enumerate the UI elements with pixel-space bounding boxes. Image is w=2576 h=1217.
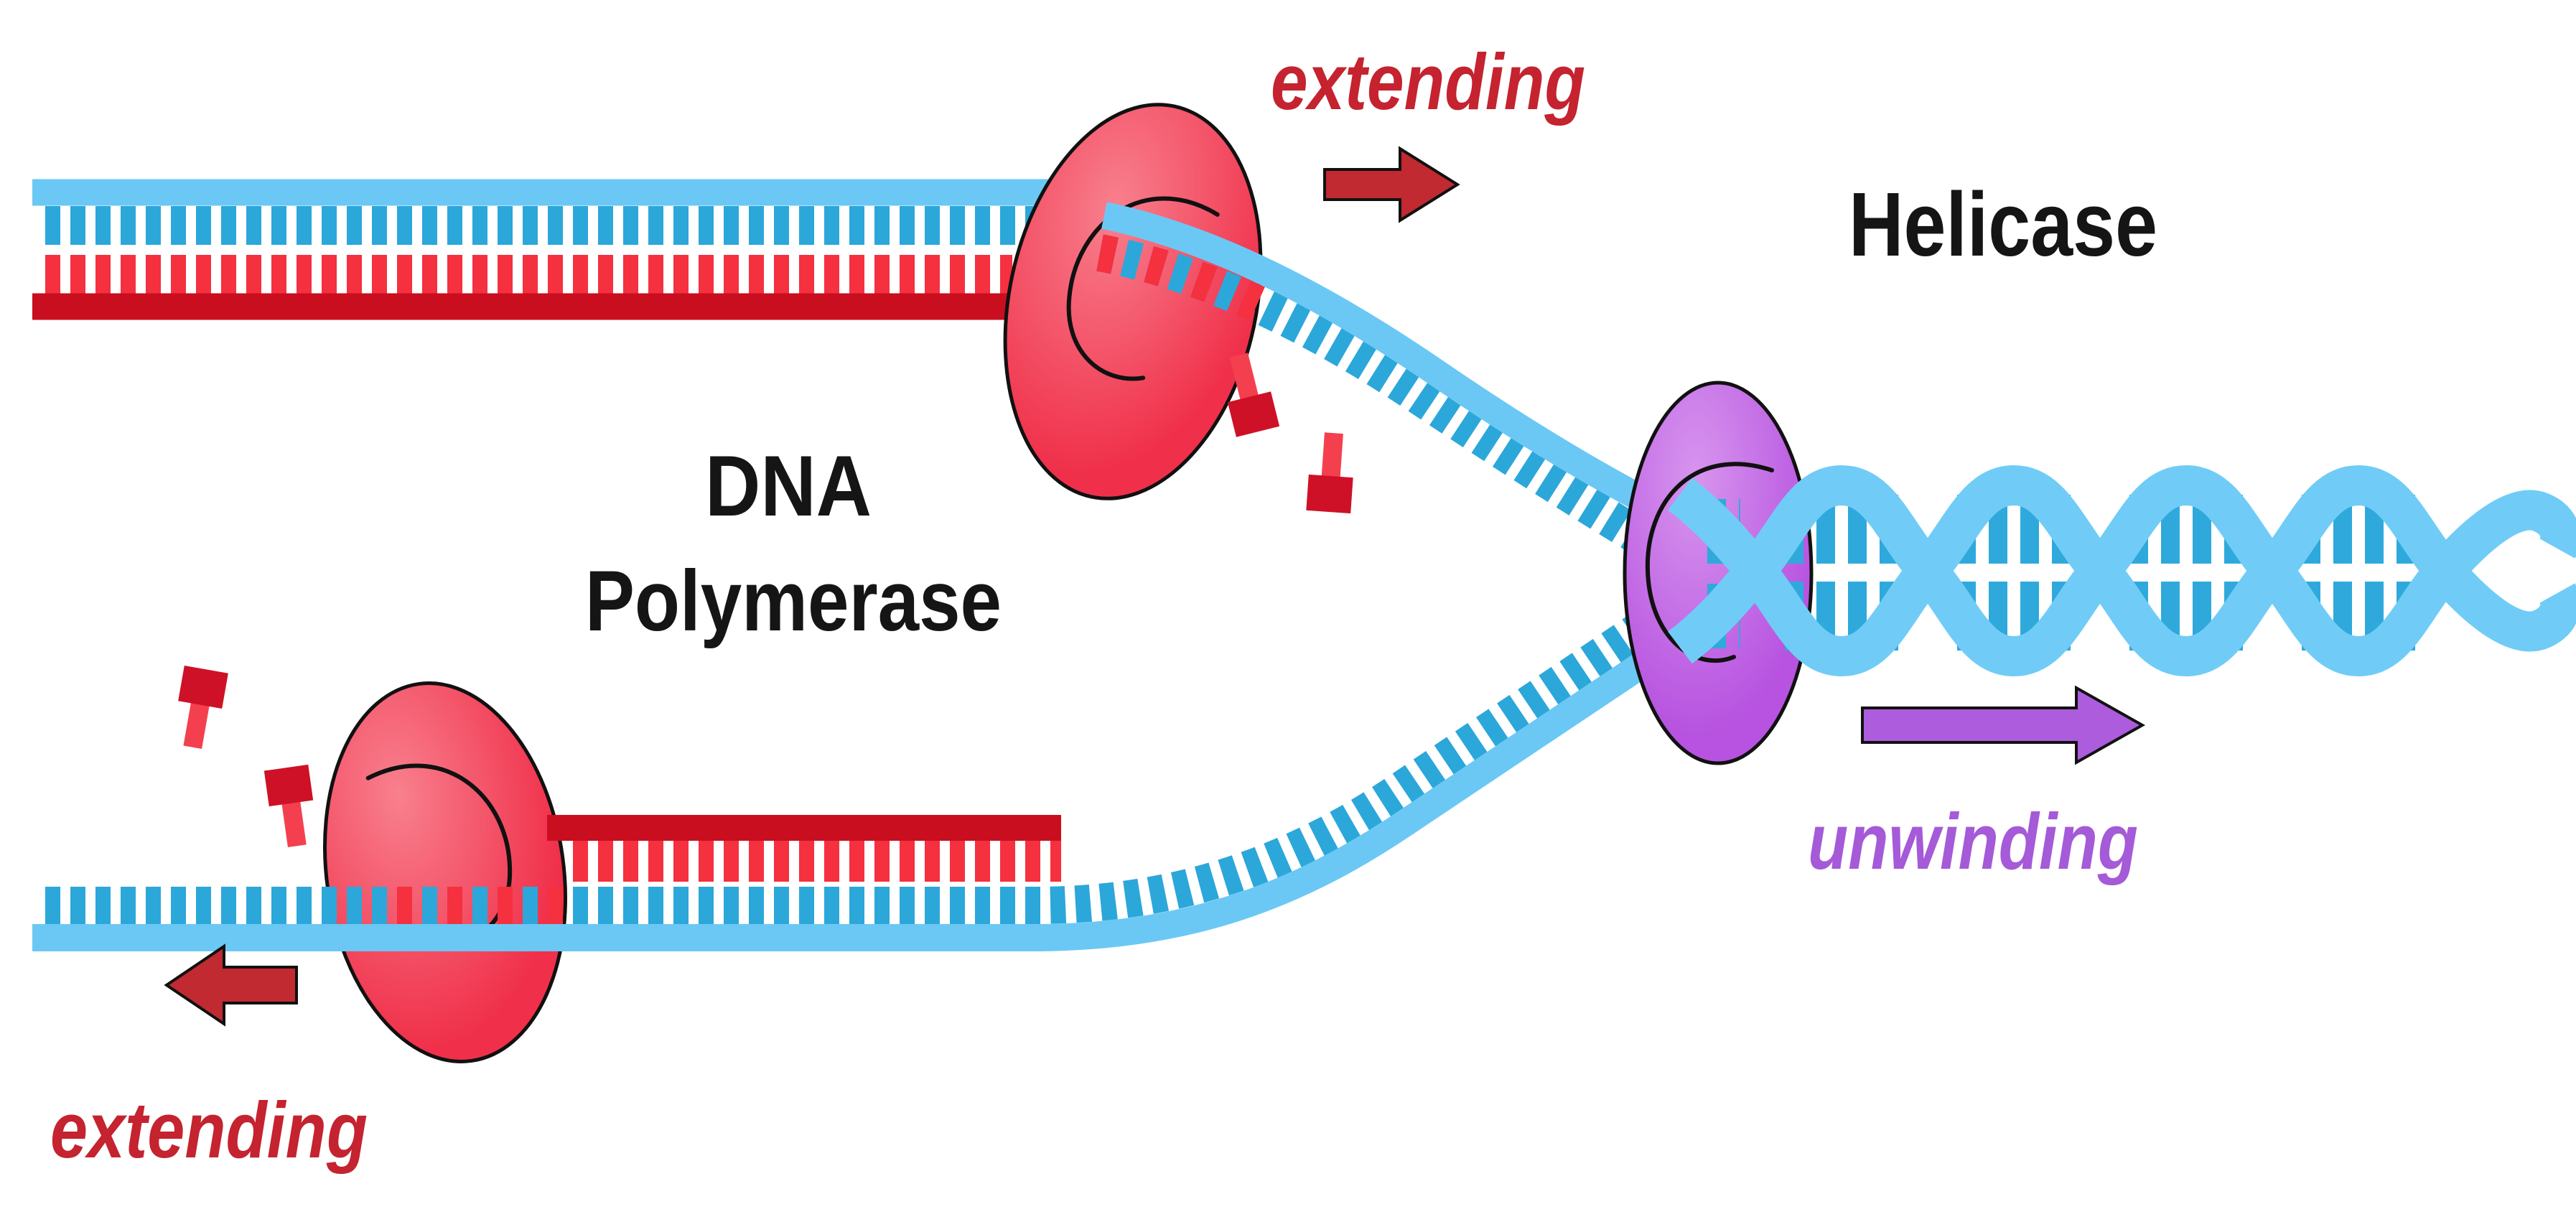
polymerase-top-inner-arc [1066,196,1220,381]
nucleotide-stem [1229,353,1259,402]
label-dna-polymerase-line2: Polymerase [585,553,1002,649]
nucleotide-head [178,665,228,709]
nucleotide-stem [281,798,307,847]
free-nucleotides [178,353,1353,847]
nucleotide-head [1306,474,1353,514]
label-extending-top: extending [1271,38,1585,126]
label-extending-bottom: extending [50,1086,368,1175]
direction-arrows [164,146,2146,1027]
double-helix [1667,465,2576,677]
replicated-duplex-top [32,179,1077,320]
unwinding-arrow-right [1861,685,2146,765]
leading-new-nucleotide-teeth [1096,234,1719,595]
helicase-body [1623,381,1814,765]
label-helicase: Helicase [1849,174,2157,275]
nucleotide-stem [183,700,210,749]
polymerase-bottom-body [322,681,568,1063]
labels: extending Helicase DNA Polymerase unwind… [50,38,2157,1175]
nucleotide-head [263,764,314,807]
nucleotide [1306,432,1353,514]
nucleotide-head [1227,391,1280,437]
dna-polymerase-bottom [322,681,568,1063]
lagging-template-strand [32,567,1753,951]
extending-arrow-left [164,943,298,1027]
nucleotide-stem [1321,432,1343,480]
extending-arrow-right [1323,146,1460,223]
label-unwinding: unwinding [1808,798,2138,886]
label-dna-polymerase-line1: DNA [705,438,872,534]
nucleotide [263,764,314,847]
helix-ribbon-b [1667,465,2576,677]
helicase-enzyme [1623,381,1814,765]
nucleotide [178,665,228,749]
lagging-new-strand [547,815,1061,882]
lagging-backbone [32,584,1753,951]
dna-polymerase-top [1003,103,1263,500]
nucleotide [1227,353,1280,437]
